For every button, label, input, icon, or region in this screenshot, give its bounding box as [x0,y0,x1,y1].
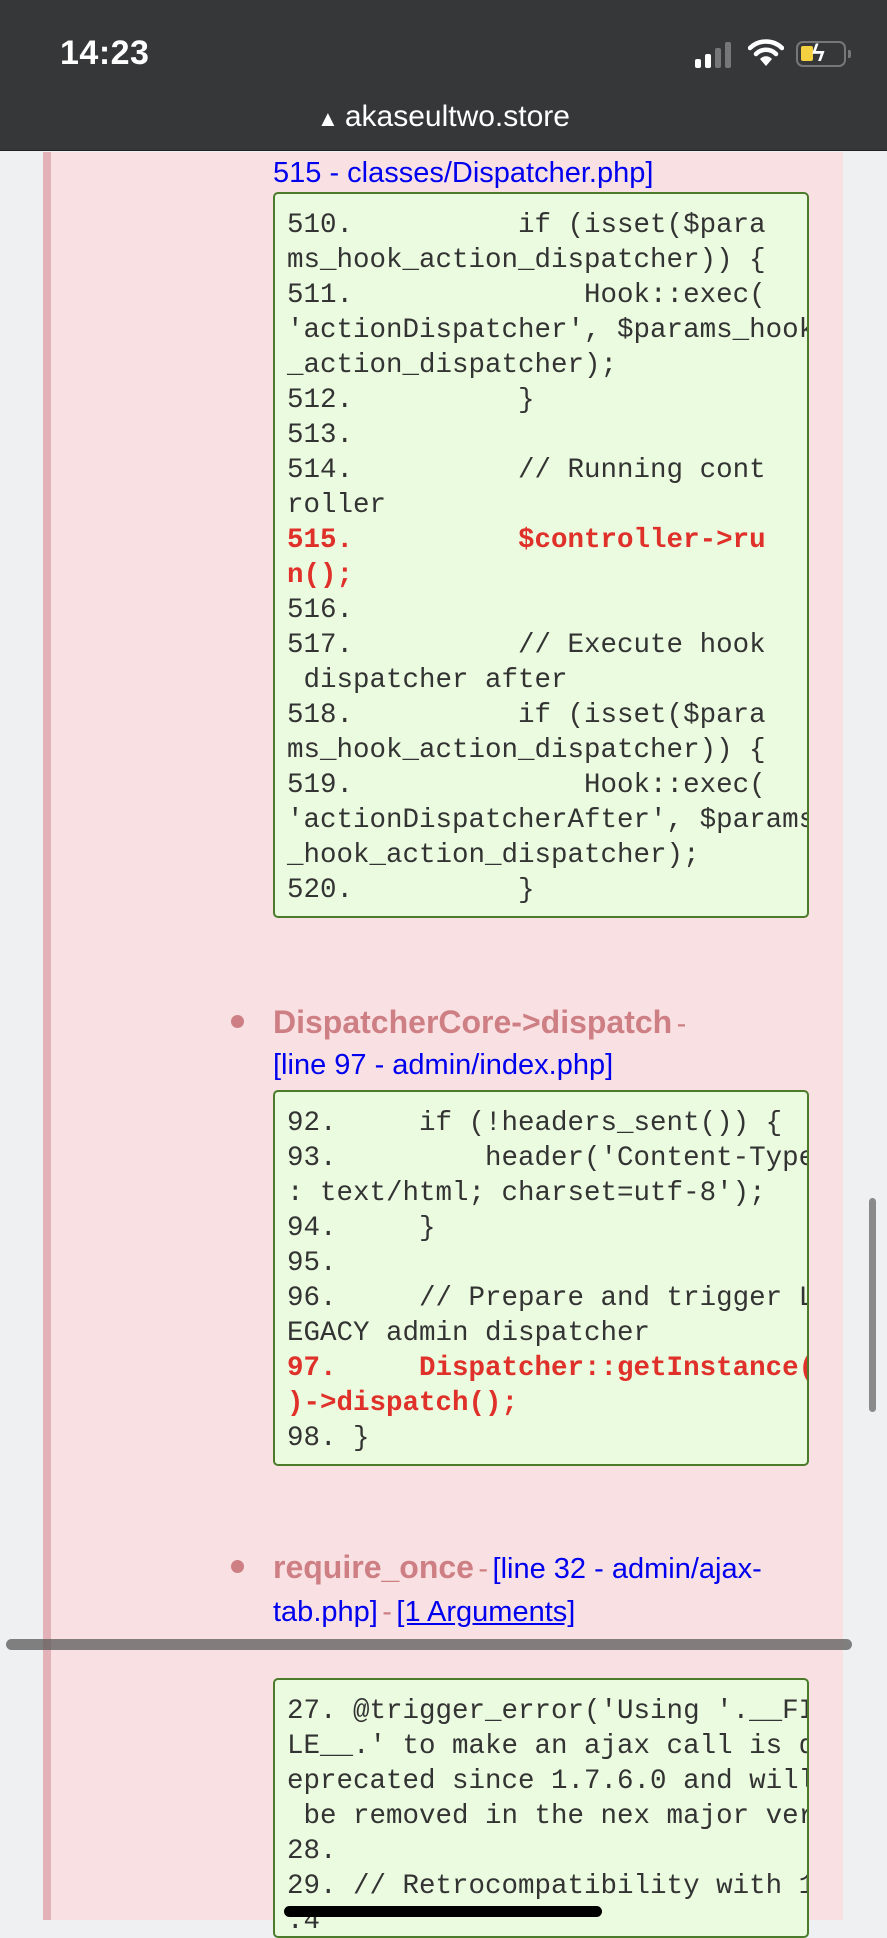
bullet-icon [231,1560,244,1573]
code-line: 514. // Running cont [287,455,766,486]
code-line: 510. if (isset($para [287,210,766,241]
code-line: 513. [287,420,354,451]
code-line: eprecated since 1.7.6.0 and will [287,1766,809,1797]
code-line: 98. } [287,1423,370,1454]
code-line: 517. // Execute hook [287,630,766,661]
code-line-highlighted: 97. Dispatcher::getInstance( [287,1353,809,1384]
code-line: 28. [287,1836,337,1867]
frame-3-location-link[interactable]: [line 32 - admin/ajax-tab.php] [273,1553,762,1628]
home-indicator[interactable] [284,1906,602,1917]
battery-charging-icon: ϟ [796,40,851,67]
frame-3-function: require_once [273,1549,474,1585]
code-line: 92. if (!headers_sent()) { [287,1108,783,1139]
frame-3-arguments-link[interactable]: [1 Arguments] [396,1596,576,1628]
code-line: ms_hook_action_dispatcher)) { [287,245,766,276]
code-line: EGACY admin dispatcher [287,1318,651,1349]
address-bar[interactable]: ▲akaseultwo.store [0,100,887,134]
frame-3-header: require_once - [line 32 - admin/ajax-tab… [231,1546,833,1634]
code-line: 512. } [287,385,535,416]
separator: - [382,1596,392,1628]
frame-2-location-link[interactable]: [line 97 - admin/index.php] [273,1049,614,1081]
code-line: 'actionDispatcher', $params_hook [287,315,809,346]
code-line: be removed in the nex major versi [287,1801,809,1832]
code-line: 516. [287,595,354,626]
code-line-highlighted: )->dispatch(); [287,1388,519,1419]
cellular-signal-icon [695,42,735,68]
code-line-highlighted: 515. $controller->ru [287,525,766,556]
code-line-highlighted: n(); [287,560,354,591]
code-line: 511. Hook::exec( [287,280,766,311]
frame-1-header: 515 - classes/Dispatcher.php] [273,152,833,195]
code-line: _hook_action_dispatcher); [287,840,700,871]
warning-triangle-icon: ▲ [317,106,339,131]
status-time: 14:23 [60,34,150,72]
separator: - [478,1553,489,1585]
code-line: 93. header('Content-Type [287,1143,809,1174]
code-line: 95. [287,1248,337,1279]
code-line: ms_hook_action_dispatcher)) { [287,735,766,766]
frame-2-function: DispatcherCore->dispatch [273,1004,673,1040]
frame-2-header: DispatcherCore->dispatch - [line 97 - ad… [231,1001,833,1087]
bullet-icon [231,1015,244,1028]
code-line: 520. } [287,875,535,906]
frame-1-code-box: 510. if (isset($para ms_hook_action_dispa… [273,192,809,918]
status-bar: 14:23 ϟ ▲akaseultwo.store [0,0,887,151]
code-line: 29. // Retrocompatibility with 1 [287,1871,809,1902]
code-line: 'actionDispatcherAfter', $params [287,805,809,836]
code-line: 518. if (isset($para [287,700,766,731]
horizontal-scroll-indicator[interactable] [6,1639,852,1650]
vertical-scrollbar[interactable] [869,1198,876,1412]
code-line: 27. @trigger_error('Using '.__FI [287,1696,809,1727]
wifi-icon [748,39,784,66]
code-line: LE__.' to make an ajax call is d [287,1731,809,1762]
frame-1-location-link[interactable]: 515 - classes/Dispatcher.php] [273,157,654,189]
code-line: 519. Hook::exec( [287,770,766,801]
code-line: 94. } [287,1213,436,1244]
code-line: 96. // Prepare and trigger L [287,1283,809,1314]
code-line: _action_dispatcher); [287,350,618,381]
code-line: : text/html; charset=utf-8'); [287,1178,766,1209]
error-trace-panel: 515 - classes/Dispatcher.php] 510. if (i… [43,152,843,1938]
code-line: dispatcher after [287,665,568,696]
frame-3-code-box: 27. @trigger_error('Using '.__FI LE__.' t… [273,1678,809,1938]
separator: - [676,1008,687,1040]
code-line: roller [287,490,387,521]
frame-2-code-box: 92. if (!headers_sent()) { 93. header('Co… [273,1090,809,1466]
url-text: akaseultwo.store [344,100,570,133]
